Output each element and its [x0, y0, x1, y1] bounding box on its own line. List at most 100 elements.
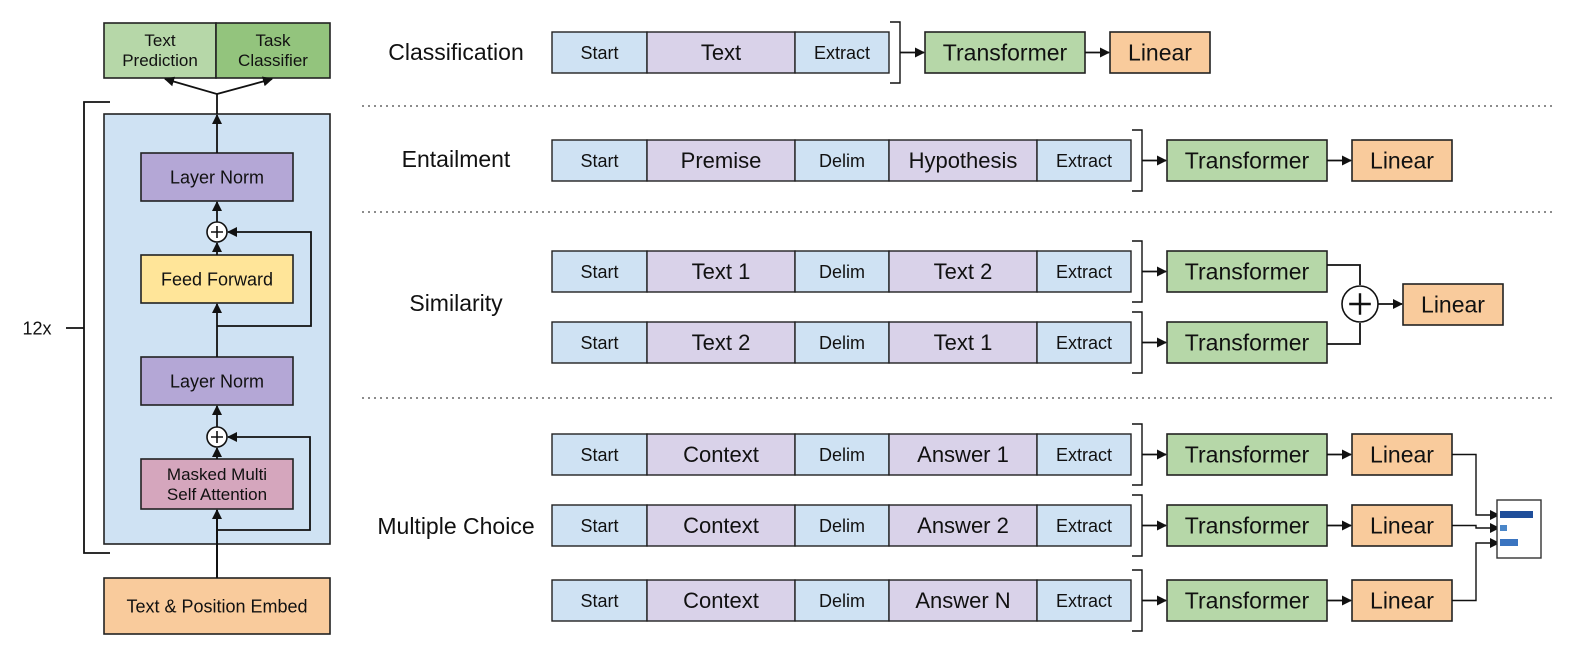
task3-row0-linear-box	[1351, 433, 1453, 476]
task3-row0-segment-0	[551, 433, 648, 476]
task3-row0-segment-label-0: Start	[580, 445, 618, 465]
task-classifier-box	[215, 22, 331, 79]
task2-row1-segment-4	[1036, 321, 1132, 364]
task3-row0-segment-label-1: Context	[683, 442, 759, 467]
task1-row0-segment-2	[794, 139, 890, 182]
repeat-label: 12x	[22, 318, 51, 338]
layer-norm-bottom-label: Layer Norm	[170, 371, 264, 391]
task1-row0-segment-label-1: Premise	[681, 148, 762, 173]
task3-row1-linear-label: Linear	[1370, 513, 1434, 539]
similarity-linear-box	[1402, 283, 1504, 326]
residual-add-bottom-icon	[206, 426, 228, 448]
task0-row0-linear-label: Linear	[1128, 40, 1192, 66]
task0-row0-transformer-label: Transformer	[943, 40, 1068, 66]
task3-row1-segment-label-2: Delim	[819, 516, 865, 536]
task3-row1-bracket	[1132, 494, 1143, 557]
similarity-add-icon	[1341, 285, 1379, 323]
task3-row1-transformer-label: Transformer	[1185, 513, 1310, 539]
task1-row0-transformer-box	[1166, 139, 1328, 182]
layer-norm-top-label: Layer Norm	[170, 167, 264, 187]
task2-row0-segment-2	[794, 250, 890, 293]
task3-row0-bracket	[1132, 423, 1143, 486]
task1-row0-segment-label-0: Start	[580, 151, 618, 171]
task2-row1-transformer-label: Transformer	[1185, 330, 1310, 356]
task3-row2-segment-label-2: Delim	[819, 591, 865, 611]
arrow-to-text-prediction	[164, 76, 218, 114]
task1-row0-segment-3	[888, 139, 1038, 182]
task-name-label: Similarity	[409, 290, 503, 316]
task3-row1-segment-4	[1036, 504, 1132, 547]
task2-row1-segment-label-0: Start	[580, 333, 618, 353]
residual-skip-top	[217, 227, 312, 327]
text-prediction-box	[103, 22, 217, 79]
task1-row0-segment-label-2: Delim	[819, 151, 865, 171]
task3-row2-segment-2	[794, 579, 890, 622]
task3-row2-segment-3	[888, 579, 1038, 622]
task1-row0-bracket	[1132, 129, 1143, 192]
task-name-label: Entailment	[402, 146, 511, 172]
task2-row0-transformer-label: Transformer	[1185, 259, 1310, 285]
task0-row0-segment-label-1: Text	[701, 40, 741, 65]
task3-row0-segment-3	[888, 433, 1038, 476]
layer-norm-bottom-box	[140, 356, 294, 406]
task2-row0-segment-label-1: Text 1	[692, 259, 751, 284]
task3-row1-linear-box	[1351, 504, 1453, 547]
task3-row0-transformer-label: Transformer	[1185, 442, 1310, 468]
task3-row2-transformer-label: Transformer	[1185, 588, 1310, 614]
task2-row1-bracket	[1132, 311, 1143, 374]
task0-row0-bracket	[890, 21, 901, 84]
task3-row0-segment-label-3: Answer 1	[917, 442, 1009, 467]
task3-row2-segment-label-1: Context	[683, 588, 759, 613]
task1-row0-segment-0	[551, 139, 648, 182]
similarity-linear-label: Linear	[1421, 292, 1485, 318]
task3-row2-linear-label: Linear	[1370, 588, 1434, 614]
task0-row0-segment-0	[551, 31, 648, 74]
feed-forward-label: Feed Forward	[161, 269, 273, 289]
task1-row0-linear-label: Linear	[1370, 148, 1434, 174]
task3-row1-segment-1	[646, 504, 796, 547]
task2-row0-segment-label-4: Extract	[1056, 262, 1112, 282]
task2-row1-segment-label-3: Text 1	[934, 330, 993, 355]
task2-row1-segment-1	[646, 321, 796, 364]
task-classification: Classification Start Text Extract Transforme…	[388, 21, 1211, 84]
arrow-to-task-classifier	[216, 76, 273, 95]
task1-row0-segment-label-4: Extract	[1056, 151, 1112, 171]
task2-row1-segment-3	[888, 321, 1038, 364]
softmax-bars-icon	[1496, 499, 1542, 559]
task3-row2-segment-label-4: Extract	[1056, 591, 1112, 611]
task3-row2-bracket	[1132, 569, 1143, 632]
layer-norm-top-box	[140, 152, 294, 202]
task3-row1-segment-label-4: Extract	[1056, 516, 1112, 536]
task2-row1-segment-label-2: Delim	[819, 333, 865, 353]
task2-row0-bracket	[1132, 240, 1143, 303]
task3-row0-transformer-box	[1166, 433, 1328, 476]
task3-row2-segment-label-0: Start	[580, 591, 618, 611]
task3-row2-segment-4	[1036, 579, 1132, 622]
task3-row2-linear-box	[1351, 579, 1453, 622]
task3-row0-segment-label-4: Extract	[1056, 445, 1112, 465]
task3-row2-segment-label-3: Answer N	[915, 588, 1010, 613]
choice-arrow-1	[1452, 523, 1500, 533]
embed-box	[103, 577, 331, 635]
task3-row1-segment-3	[888, 504, 1038, 547]
task2-row1-segment-0	[551, 321, 648, 364]
task3-row1-segment-label-3: Answer 2	[917, 513, 1009, 538]
task0-row0-segment-label-2: Extract	[814, 43, 870, 63]
task-name-label: Classification	[388, 39, 524, 65]
task3-row1-segment-label-0: Start	[580, 516, 618, 536]
task2-row0-segment-label-3: Text 2	[934, 259, 993, 284]
task3-row2-segment-1	[646, 579, 796, 622]
task0-row0-segment-label-0: Start	[580, 43, 618, 63]
task0-row0-linear-box	[1109, 31, 1211, 74]
task2-row0-segment-3	[888, 250, 1038, 293]
task2-row1-segment-label-1: Text 2	[692, 330, 751, 355]
choice-arrow-0	[1452, 453, 1500, 520]
